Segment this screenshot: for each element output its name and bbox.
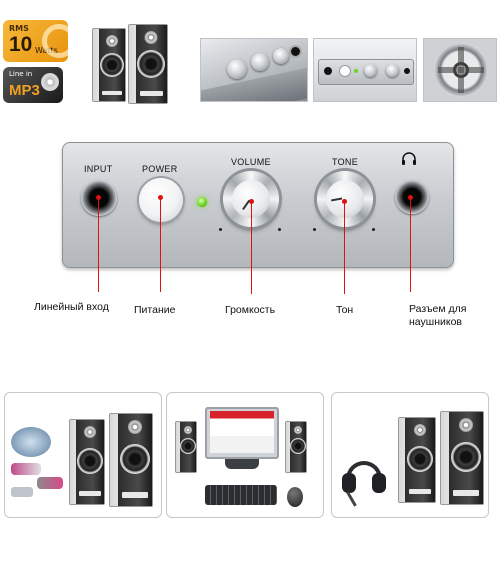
- photo-headset: [331, 392, 489, 518]
- mp3-label: MP3: [9, 82, 40, 99]
- volume-callout-line: [251, 202, 252, 294]
- input-label: INPUT: [84, 164, 113, 174]
- headphone-callout-line: [410, 198, 411, 292]
- input-callout-line: [98, 198, 99, 292]
- power-label: POWER: [142, 164, 178, 174]
- power-callout-line: [160, 198, 161, 292]
- rms-value: 10: [9, 33, 33, 56]
- speaker-right-image: [128, 24, 168, 104]
- power-button[interactable]: [139, 178, 183, 222]
- volume-label: VOLUME: [231, 157, 271, 167]
- ring-icon: [42, 24, 68, 58]
- line-in-label: Line in: [9, 70, 33, 78]
- photo-desktop-pc: [166, 392, 324, 518]
- rms-power-badge: RMS 10 Watts: [3, 20, 68, 62]
- tone-callout-pin: [342, 199, 347, 204]
- speaker-left-image: [92, 28, 126, 102]
- tone-label: TONE: [332, 157, 359, 167]
- tone-caption: Тон: [336, 304, 354, 316]
- power-caption: Питание: [134, 304, 176, 316]
- photo-portable-players: [4, 392, 162, 518]
- power-callout-pin: [158, 195, 163, 200]
- tone-max-dot: [372, 228, 375, 231]
- front-panel-photo: [313, 38, 417, 102]
- input-callout-pin: [96, 195, 101, 200]
- tweeter-closeup-photo: [423, 38, 497, 102]
- headphones-caption: Разъем для наушников: [409, 303, 467, 328]
- control-panel: INPUT POWER VOLUME TONE: [62, 142, 454, 268]
- headphones-icon: [402, 152, 416, 165]
- volume-caption: Громкость: [225, 304, 276, 316]
- headphone-callout-pin: [408, 195, 413, 200]
- tone-callout-line: [344, 202, 345, 294]
- line-in-mp3-badge: Line in MP3: [3, 67, 63, 103]
- cd-icon: [41, 73, 59, 91]
- volume-max-dot: [278, 228, 281, 231]
- volume-callout-pin: [249, 199, 254, 204]
- input-caption: Линейный вход: [34, 301, 109, 313]
- knob-closeup-photo: [200, 38, 308, 102]
- rms-label: RMS: [9, 24, 29, 33]
- power-led: [197, 197, 207, 207]
- volume-min-dot: [219, 228, 222, 231]
- tone-min-dot: [313, 228, 316, 231]
